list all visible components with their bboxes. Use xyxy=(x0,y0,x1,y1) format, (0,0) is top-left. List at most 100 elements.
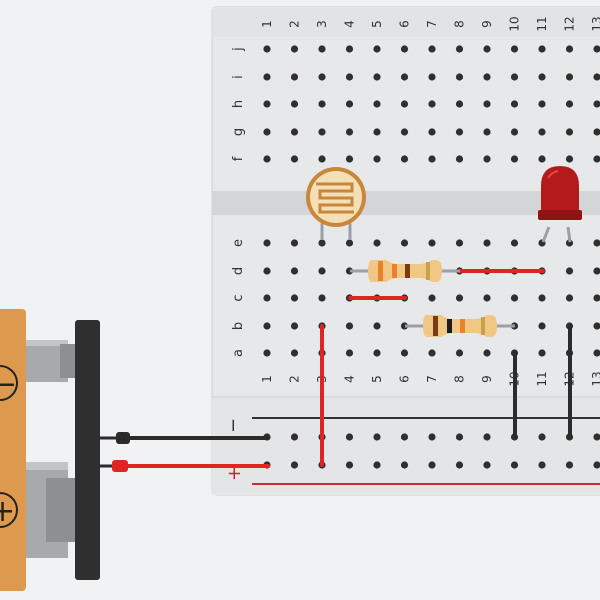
breadboard-hole[interactable] xyxy=(593,349,600,357)
breadboard-hole[interactable] xyxy=(290,294,299,302)
breadboard-hole[interactable] xyxy=(290,100,299,108)
breadboard-hole[interactable] xyxy=(428,45,436,53)
breadboard-hole[interactable] xyxy=(290,128,299,136)
breadboard-hole[interactable] xyxy=(538,128,546,136)
breadboard-hole[interactable] xyxy=(263,73,271,81)
breadboard-hole[interactable] xyxy=(318,128,326,136)
breadboard-hole[interactable] xyxy=(373,100,381,108)
breadboard-hole[interactable] xyxy=(538,349,546,357)
breadboard-hole[interactable] xyxy=(290,73,299,81)
breadboard-hole[interactable] xyxy=(290,433,299,441)
breadboard-hole[interactable] xyxy=(455,433,464,441)
breadboard-hole[interactable] xyxy=(565,267,574,275)
breadboard-hole[interactable] xyxy=(483,128,491,136)
breadboard-hole[interactable] xyxy=(263,322,271,330)
breadboard-hole[interactable] xyxy=(593,239,600,247)
breadboard-hole[interactable] xyxy=(400,128,409,136)
breadboard-hole[interactable] xyxy=(455,461,464,469)
breadboard-hole[interactable] xyxy=(565,45,574,53)
breadboard-hole[interactable] xyxy=(510,239,519,247)
breadboard-hole[interactable] xyxy=(483,155,491,163)
breadboard-hole[interactable] xyxy=(483,45,491,53)
breadboard-hole[interactable] xyxy=(345,349,354,357)
breadboard-hole[interactable] xyxy=(373,322,381,330)
breadboard-hole[interactable] xyxy=(483,239,491,247)
breadboard-hole[interactable] xyxy=(483,349,491,357)
breadboard-hole[interactable] xyxy=(345,155,354,163)
breadboard-hole[interactable] xyxy=(483,433,491,441)
breadboard-hole[interactable] xyxy=(263,100,271,108)
breadboard-hole[interactable] xyxy=(455,128,464,136)
breadboard-hole[interactable] xyxy=(400,433,409,441)
resistor-2[interactable] xyxy=(405,315,515,337)
breadboard-hole[interactable] xyxy=(428,433,436,441)
breadboard-hole[interactable] xyxy=(593,45,600,53)
breadboard-hole[interactable] xyxy=(290,267,299,275)
breadboard-hole[interactable] xyxy=(400,73,409,81)
breadboard-hole[interactable] xyxy=(318,45,326,53)
breadboard-hole[interactable] xyxy=(538,73,546,81)
breadboard-hole[interactable] xyxy=(373,155,381,163)
breadboard-hole[interactable] xyxy=(290,461,299,469)
breadboard-hole[interactable] xyxy=(428,349,436,357)
breadboard-hole[interactable] xyxy=(345,100,354,108)
breadboard-hole[interactable] xyxy=(400,155,409,163)
breadboard-hole[interactable] xyxy=(290,45,299,53)
breadboard-hole[interactable] xyxy=(263,128,271,136)
breadboard-hole[interactable] xyxy=(538,322,546,330)
breadboard-hole[interactable] xyxy=(565,100,574,108)
breadboard-hole[interactable] xyxy=(538,45,546,53)
breadboard-hole[interactable] xyxy=(318,239,326,247)
breadboard-hole[interactable] xyxy=(318,100,326,108)
breadboard-hole[interactable] xyxy=(263,239,271,247)
breadboard-hole[interactable] xyxy=(263,267,271,275)
breadboard-hole[interactable] xyxy=(565,73,574,81)
breadboard-hole[interactable] xyxy=(428,239,436,247)
photoresistor[interactable] xyxy=(306,167,366,240)
breadboard-hole[interactable] xyxy=(400,100,409,108)
breadboard-hole[interactable] xyxy=(593,73,600,81)
breadboard-hole[interactable] xyxy=(400,239,409,247)
breadboard-hole[interactable] xyxy=(373,45,381,53)
breadboard-hole[interactable] xyxy=(345,45,354,53)
breadboard-hole[interactable] xyxy=(373,349,381,357)
breadboard-hole[interactable] xyxy=(538,433,546,441)
breadboard-hole[interactable] xyxy=(483,100,491,108)
breadboard-hole[interactable] xyxy=(565,461,574,469)
breadboard-hole[interactable] xyxy=(483,461,491,469)
breadboard-hole[interactable] xyxy=(565,128,574,136)
breadboard-hole[interactable] xyxy=(510,128,519,136)
breadboard-hole[interactable] xyxy=(263,349,271,357)
led[interactable] xyxy=(538,166,582,243)
breadboard-hole[interactable] xyxy=(593,433,600,441)
breadboard-hole[interactable] xyxy=(593,155,600,163)
breadboard-hole[interactable] xyxy=(263,155,271,163)
breadboard-hole[interactable] xyxy=(428,100,436,108)
breadboard-hole[interactable] xyxy=(345,461,354,469)
breadboard-hole[interactable] xyxy=(318,155,326,163)
breadboard-hole[interactable] xyxy=(593,294,600,302)
breadboard-hole[interactable] xyxy=(455,73,464,81)
breadboard-hole[interactable] xyxy=(593,128,600,136)
resistor-1[interactable] xyxy=(350,260,460,282)
breadboard-hole[interactable] xyxy=(593,267,600,275)
battery[interactable] xyxy=(0,309,100,591)
breadboard-hole[interactable] xyxy=(290,155,299,163)
breadboard-hole[interactable] xyxy=(538,100,546,108)
breadboard-hole[interactable] xyxy=(428,155,436,163)
breadboard-hole[interactable] xyxy=(565,294,574,302)
breadboard-hole[interactable] xyxy=(345,322,354,330)
breadboard-hole[interactable] xyxy=(510,73,519,81)
breadboard-hole[interactable] xyxy=(318,294,326,302)
breadboard-hole[interactable] xyxy=(455,45,464,53)
breadboard-hole[interactable] xyxy=(483,294,491,302)
breadboard-hole[interactable] xyxy=(373,461,381,469)
breadboard-hole[interactable] xyxy=(538,155,546,163)
breadboard-hole[interactable] xyxy=(290,322,299,330)
breadboard-hole[interactable] xyxy=(510,45,519,53)
breadboard-hole[interactable] xyxy=(318,73,326,81)
breadboard-hole[interactable] xyxy=(455,294,464,302)
breadboard-hole[interactable] xyxy=(373,433,381,441)
breadboard-hole[interactable] xyxy=(510,461,519,469)
breadboard-hole[interactable] xyxy=(345,267,354,275)
